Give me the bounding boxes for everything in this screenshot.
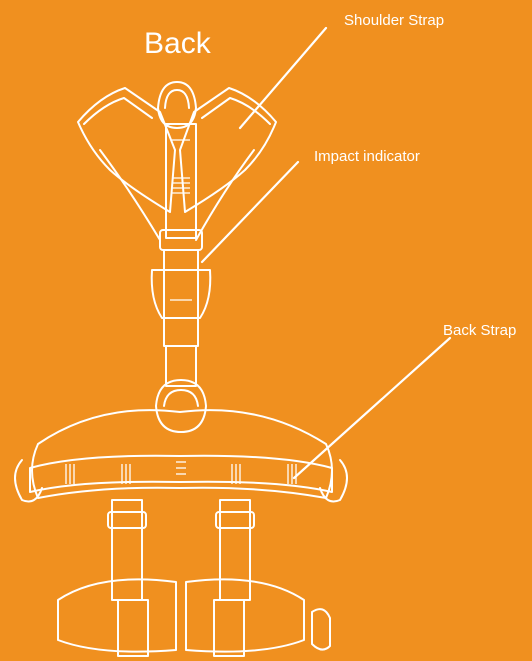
callout-impact-indicator: Impact indicator — [314, 148, 420, 166]
callout-shoulder-strap: Shoulder Strap — [344, 12, 444, 30]
leg-loops — [58, 500, 330, 656]
waist-belt — [15, 410, 347, 501]
back-strap-leader — [294, 338, 450, 478]
diagram-title: Back — [144, 26, 211, 62]
callout-back-strap: Back Strap — [443, 322, 516, 340]
lower-d-ring — [156, 380, 206, 432]
impact-indicator-leader — [202, 162, 298, 262]
shoulder-strap-leader — [240, 28, 326, 128]
